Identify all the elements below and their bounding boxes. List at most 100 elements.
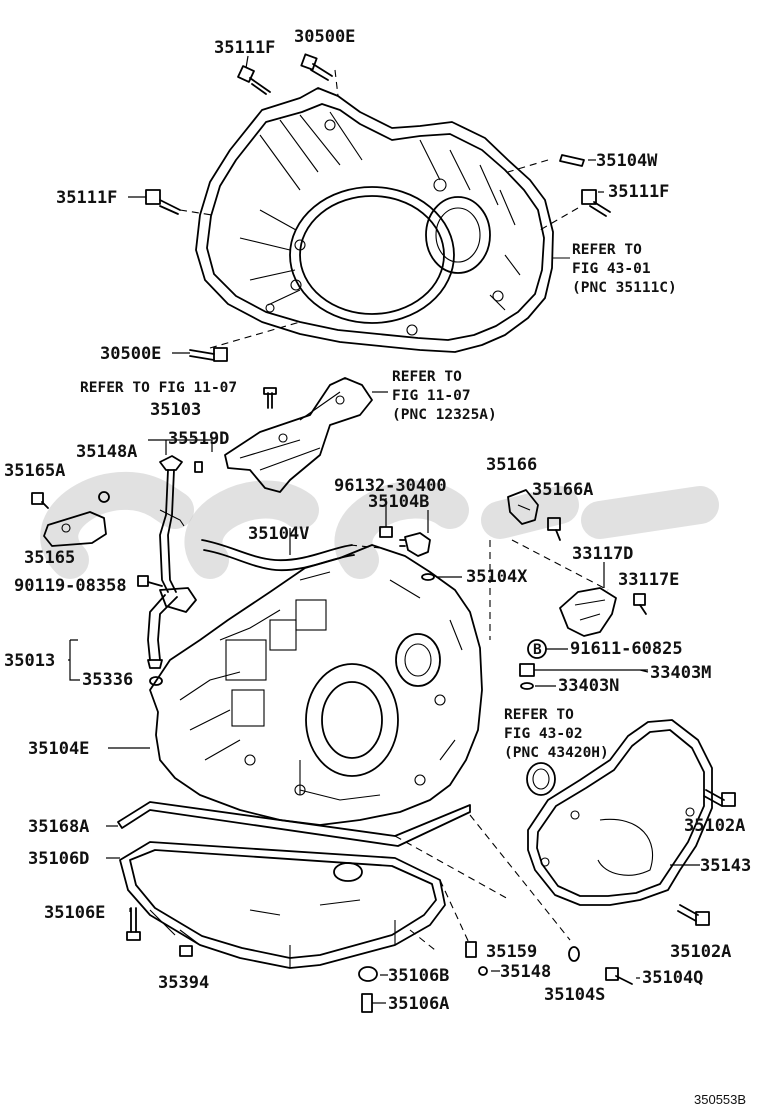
label-35104Q: 35104Q [642, 968, 703, 988]
label-35166A: 35166A [532, 480, 593, 500]
marker-b-91611 [527, 639, 568, 659]
oring-35336 [149, 676, 163, 686]
ref-43-01-line2: FIG 43-01 [572, 261, 651, 277]
bolt-33117E [633, 593, 647, 615]
oil-pan-35106D [106, 814, 571, 969]
label-33117D: 33117D [572, 544, 633, 564]
label-35103: 35103 [150, 400, 201, 420]
plug-33403M [519, 663, 649, 677]
label-35106D: 35106D [28, 849, 89, 869]
label-35143: 35143 [700, 856, 751, 876]
bracket-12325A [224, 377, 373, 493]
bracket-35165 [43, 511, 107, 547]
label-35148A: 35148A [76, 442, 137, 462]
oring-35104S [568, 946, 580, 962]
label-35519D: 35519D [168, 429, 229, 449]
label-35166: 35166 [486, 455, 537, 475]
magnet-35394 [179, 945, 193, 957]
dipstick-35103 [148, 439, 213, 593]
leader-lines [108, 159, 640, 1004]
sensor-35166 [507, 489, 539, 525]
label-35104W: 35104W [596, 151, 658, 171]
label-35111F-top: 35111F [214, 38, 275, 58]
label-35102A-top: 35102A [684, 816, 745, 836]
clip-35148A [98, 491, 110, 503]
label-30500E-top: 30500E [294, 27, 355, 47]
label-35106E: 35106E [44, 903, 105, 923]
diagram-id: 350553B [694, 1092, 746, 1107]
clamp-96132-30400 [379, 498, 393, 538]
gasket-35148 [478, 966, 488, 976]
refer-note-43-01: REFER TO FIG 43-01 (PNC 35111C) [572, 242, 677, 296]
label-35106A: 35106A [388, 994, 449, 1014]
cover-35143 [527, 719, 713, 906]
label-35111F-right: 35111F [608, 182, 669, 202]
label-35102A-bot: 35102A [670, 942, 731, 962]
label-35165: 35165 [24, 548, 75, 568]
label-35159: 35159 [486, 942, 537, 962]
bolt-30500E-mid [189, 347, 228, 362]
refer-note-43-02: REFER TO FIG 43-02 (PNC 43420H) [504, 707, 609, 761]
label-35104V: 35104V [248, 524, 309, 544]
bolt-90119-08358 [137, 575, 163, 587]
ref-11-07-b-line2: FIG 11-07 [392, 388, 471, 404]
ref-43-02-line1: REFER TO [504, 707, 574, 723]
bolt-35102A-bot [677, 904, 710, 926]
filler-tube-35013 [68, 587, 197, 681]
bolt-35111F-top [237, 55, 271, 95]
label-35165A: 35165A [4, 461, 65, 481]
ref-11-07-a-line1: REFER TO FIG 11-07 [80, 380, 237, 396]
label-90119-08358: 90119-08358 [14, 576, 127, 596]
refer-note-11-07-a: REFER TO FIG 11-07 [80, 380, 237, 396]
ref-43-02-line3: (PNC 43420H) [504, 745, 609, 761]
label-35104E: 35104E [28, 739, 89, 759]
bolt-refer-fig-11-07 [263, 387, 277, 409]
bolt-35104Q [605, 967, 633, 985]
bolt-35111F-right [581, 189, 611, 217]
bolt-35165A [31, 492, 49, 509]
label-35148: 35148 [500, 962, 551, 982]
switch-33117D [559, 562, 617, 637]
label-35111F-left: 35111F [56, 188, 117, 208]
bolt-35106A [361, 993, 373, 1013]
marker-b-letter: B [533, 642, 542, 658]
label-35336: 35336 [82, 670, 133, 690]
transaxle-housing [179, 69, 579, 353]
label-35013: 35013 [4, 651, 55, 671]
label-35104B: 35104B [368, 492, 429, 512]
label-35106B: 35106B [388, 966, 449, 986]
label-33403M: 33403M [650, 663, 711, 683]
label-35168A: 35168A [28, 817, 89, 837]
label-35104S: 35104S [544, 985, 605, 1005]
label-35104X: 35104X [466, 567, 528, 587]
transaxle-case [149, 539, 609, 826]
bolt-35102A-top [703, 789, 736, 807]
bolt-35106E [126, 907, 141, 941]
bolt-30500E-top [300, 53, 333, 81]
label-33403N: 33403N [558, 676, 619, 696]
oil-seal-refer-43-02 [526, 762, 556, 796]
ref-43-01-line3: (PNC 35111C) [572, 280, 677, 296]
ref-11-07-b-line1: REFER TO [392, 369, 462, 385]
pin-35104W [559, 154, 585, 167]
label-30500E-mid: 30500E [100, 344, 161, 364]
oring-33403N [520, 682, 556, 690]
plug-35159 [465, 941, 477, 958]
ref-43-01-line1: REFER TO [572, 242, 642, 258]
bolt-35166A [547, 517, 561, 541]
gasket-35168A [106, 801, 471, 847]
oring-35519D [194, 461, 203, 473]
label-35394: 35394 [158, 973, 209, 993]
refer-note-11-07-b: REFER TO FIG 11-07 (PNC 12325A) [372, 369, 497, 423]
label-33117E: 33117E [618, 570, 679, 590]
ref-11-07-b-line3: (PNC 12325A) [392, 407, 497, 423]
bolt-35111F-left [145, 189, 181, 215]
label-91611-60825: 91611-60825 [570, 639, 683, 659]
plug-35106B [358, 966, 378, 982]
gasket-35104X [421, 573, 462, 581]
label-96132-30400: 96132-30400 [334, 476, 447, 496]
ref-43-02-line2: FIG 43-02 [504, 726, 583, 742]
union-35104B [399, 510, 431, 557]
